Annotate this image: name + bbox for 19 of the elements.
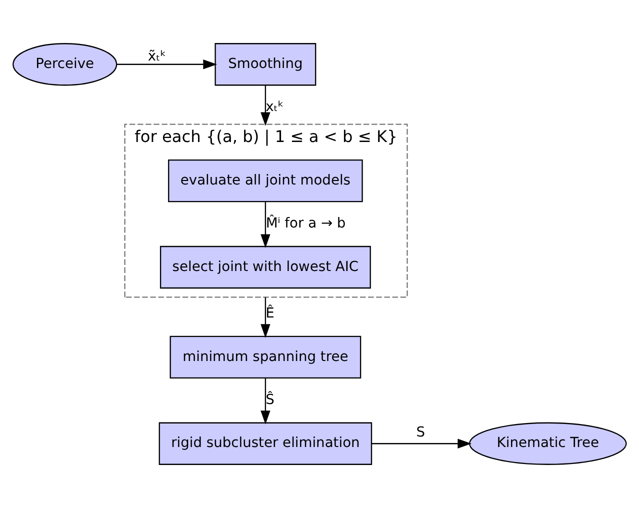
arrow [372,438,472,448]
node-box: Smoothing [214,43,316,86]
arrow [260,202,270,248]
node-box: evaluate all joint models [168,159,363,202]
edge-label: M̂ⁱ for a → b [266,216,346,232]
edge-label: x̃ₜᵏ [148,48,166,64]
arrow [260,297,270,338]
node-ellipse: Kinematic Tree [469,422,627,465]
edge-label: Ê [266,306,274,322]
node-box: minimum spanning tree [170,336,362,378]
arrow [260,378,270,424]
edge-label: S [416,424,426,440]
node-ellipse: Perceive [12,43,118,86]
edge-label: xₜᵏ [266,99,284,116]
arrow [116,60,218,70]
edge-label: Ŝ [266,392,274,408]
node-box: rigid subcluster elimination [158,422,372,465]
arrow [260,85,270,126]
node-box: select joint with lowest AIC [160,246,371,289]
